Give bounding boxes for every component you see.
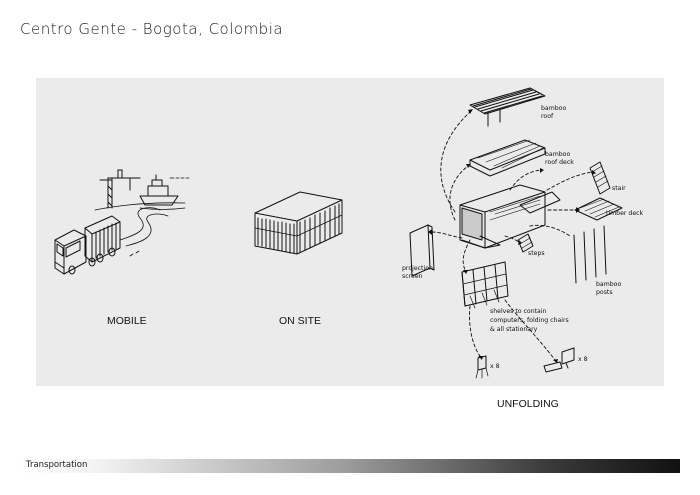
label-steps: steps <box>528 250 545 257</box>
unfolding-exploded-sketch <box>409 87 623 379</box>
on-site-container-sketch <box>254 191 343 255</box>
mobile-truck-sketch <box>54 169 190 275</box>
label-projection-screen-1: projection <box>402 265 433 272</box>
caption-on-site: ON SITE <box>279 315 322 327</box>
label-chairs-count: x 8 <box>490 363 500 370</box>
caption-mobile: MOBILE <box>107 315 147 327</box>
label-projection-screen-2: screen <box>402 273 423 280</box>
footer-gradient-bar <box>20 459 680 473</box>
page-title: Centro Gente - Bogota, Colombia <box>20 20 284 38</box>
label-bamboo-roof-deck-2: roof deck <box>545 159 574 166</box>
label-computers-count: x 8 <box>578 356 588 363</box>
label-bamboo-roof-deck-1: bamboo <box>545 151 570 158</box>
label-bamboo-roof-1: bamboo <box>541 105 566 112</box>
footer-section-label: Transportation <box>26 460 88 470</box>
label-shelves-3: & all stationary <box>490 326 538 333</box>
label-bamboo-posts-2: posts <box>596 289 613 296</box>
illustration-panel <box>36 78 664 386</box>
arrowheads <box>428 109 596 363</box>
label-bamboo-roof-2: roof <box>541 113 554 120</box>
label-stair: stair <box>612 185 626 192</box>
label-shelves-1: shelves to contain <box>490 308 547 315</box>
sketch-labels: bamboo roof bamboo roof deck stair timbe… <box>402 105 644 370</box>
caption-unfolding: UNFOLDING <box>497 398 559 410</box>
label-bamboo-posts-1: bamboo <box>596 281 621 288</box>
label-shelves-2: computers, folding chairs <box>490 317 569 324</box>
unfolding-arrows <box>431 111 593 361</box>
label-timber-deck: timber deck <box>606 210 644 217</box>
